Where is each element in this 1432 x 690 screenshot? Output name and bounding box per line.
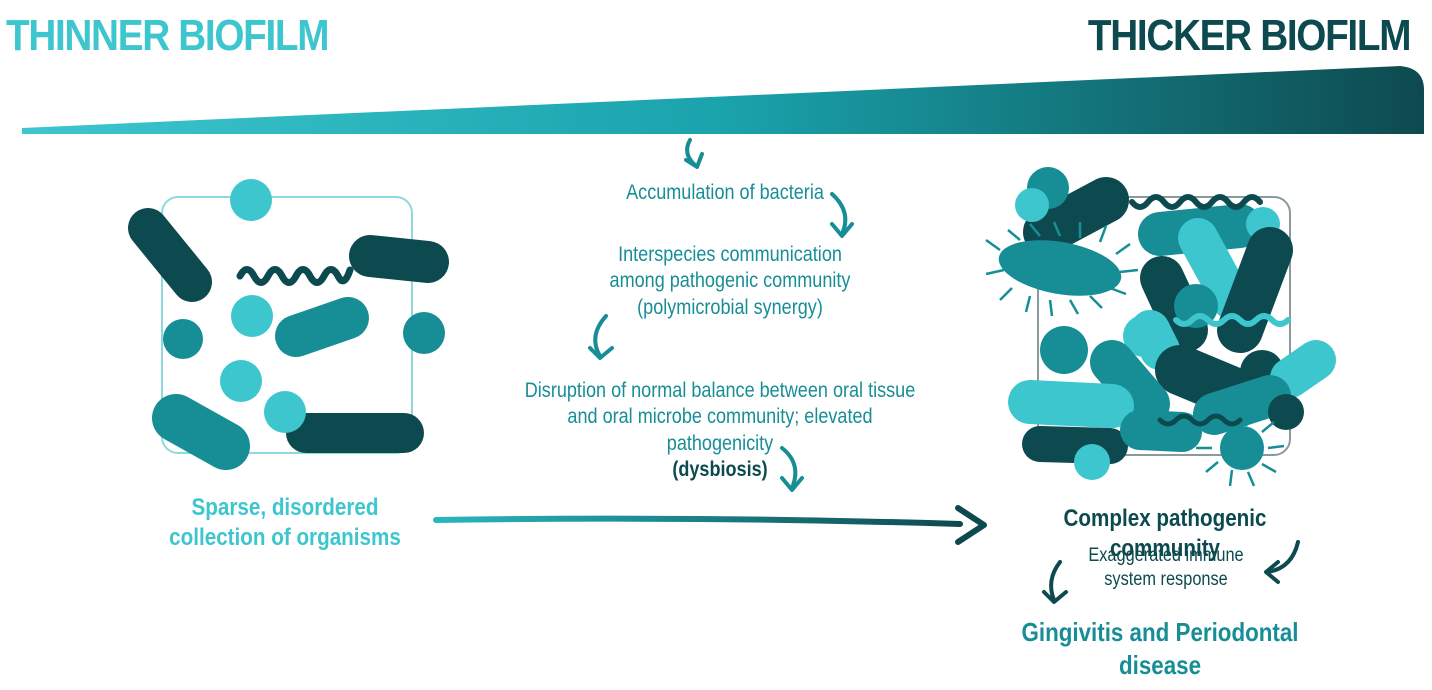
step-accumulation: Accumulation of bacteria — [626, 181, 824, 204]
thinner-biofilm-title: THINNER BIOFILM — [6, 11, 330, 60]
arrow-to-communication — [830, 192, 848, 236]
thicker-biofilm-title: THICKER BIOFILM — [1087, 11, 1412, 60]
sparse-caption: Sparse, disordered collection of organis… — [169, 494, 401, 551]
sparse-organisms-illustration — [128, 179, 449, 470]
immune-response-label: Exaggerated immune system response — [1088, 545, 1244, 590]
complex-frame — [1037, 196, 1291, 456]
step-communication: Interspecies communication among pathoge… — [609, 243, 851, 319]
arrow-to-immune-response — [1266, 540, 1300, 574]
progression-arrow — [433, 515, 963, 527]
disease-outcome: Gingivitis and Periodontal disease — [1021, 617, 1299, 680]
complex-community-illustration — [985, 167, 1336, 487]
arrow-from-dysbiosis — [780, 446, 798, 490]
arrow-to-dysbiosis — [593, 314, 608, 358]
step-dysbiosis: Disruption of normal balance between ora… — [514, 378, 927, 483]
dysbiosis-term: (dysbiosis) — [672, 457, 768, 481]
arrow-to-disease — [1049, 560, 1062, 602]
complex-caption: Complex pathogenic community — [1063, 505, 1267, 562]
biofilm-thickness-wedge — [22, 66, 1424, 134]
